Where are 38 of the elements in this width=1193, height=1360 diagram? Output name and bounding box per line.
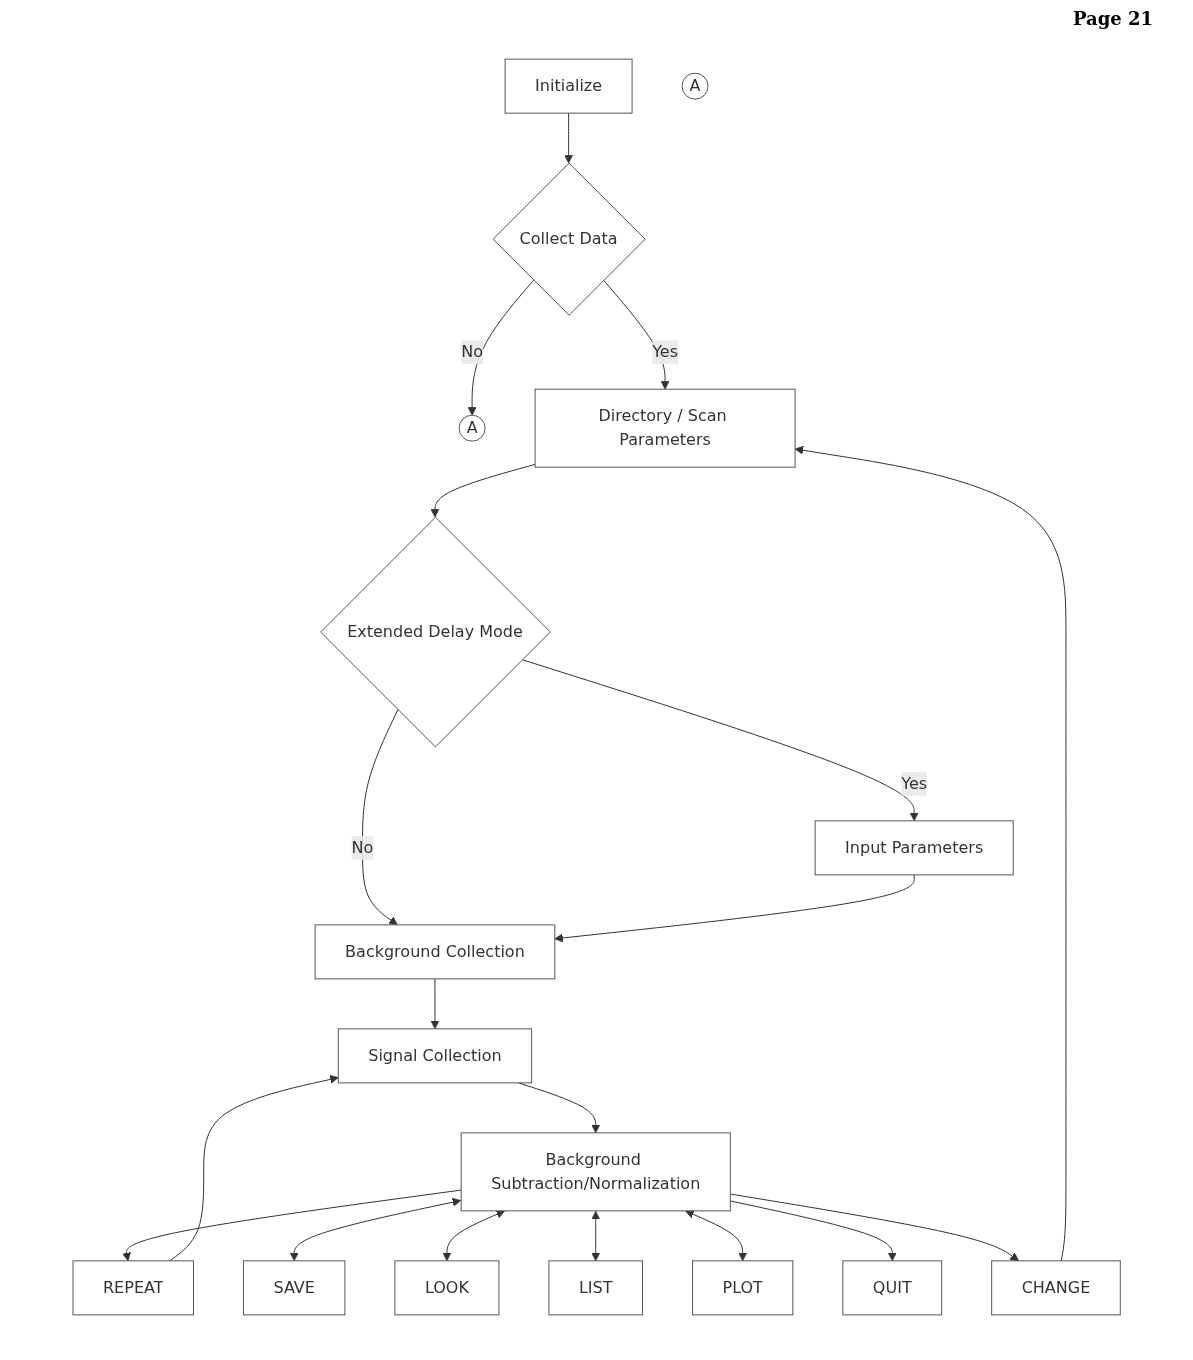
node-box: QUIT xyxy=(842,1260,942,1316)
arrow xyxy=(289,1197,461,1262)
node-box: Initialize xyxy=(504,58,633,114)
node-box: Directory / Scan Parameters xyxy=(534,388,796,468)
arrow xyxy=(430,978,440,1030)
arrow xyxy=(685,1210,747,1262)
edge-label: No xyxy=(461,342,483,362)
arrow xyxy=(430,463,536,518)
node-circle: A xyxy=(681,72,709,100)
edge-label: No xyxy=(351,837,374,857)
node-box: Background Collection xyxy=(314,924,556,980)
arrow xyxy=(564,112,573,164)
arrow xyxy=(794,445,1067,1262)
arrow xyxy=(122,1189,462,1262)
arrow xyxy=(591,1210,600,1262)
node-box: Input Parameters xyxy=(814,820,1014,876)
arrow xyxy=(442,1210,505,1262)
node-box: Signal Collection xyxy=(337,1028,532,1084)
arrow xyxy=(554,874,915,943)
arrow xyxy=(521,659,919,822)
node-box: SAVE xyxy=(242,1260,346,1316)
arrow xyxy=(169,1075,339,1262)
arrow xyxy=(729,1200,897,1262)
edge-label: Yes xyxy=(652,342,678,362)
arrow xyxy=(467,279,534,416)
node-box: LIST xyxy=(548,1260,643,1316)
arrow xyxy=(729,1193,1019,1262)
node-diamond: Collect Data xyxy=(492,162,646,316)
node-diamond: Extended Delay Mode xyxy=(320,516,551,748)
node-box: PLOT xyxy=(691,1260,794,1316)
node-box: REPEAT xyxy=(72,1260,194,1316)
node-box: LOOK xyxy=(394,1260,500,1316)
arrow xyxy=(361,709,399,926)
node-box: Background Subtraction/Normalization xyxy=(460,1132,731,1212)
node-box: CHANGE xyxy=(991,1260,1121,1316)
edge-label: Yes xyxy=(901,773,927,793)
page-number: Page 21 xyxy=(1071,8,1153,29)
node-circle: A xyxy=(458,414,486,442)
